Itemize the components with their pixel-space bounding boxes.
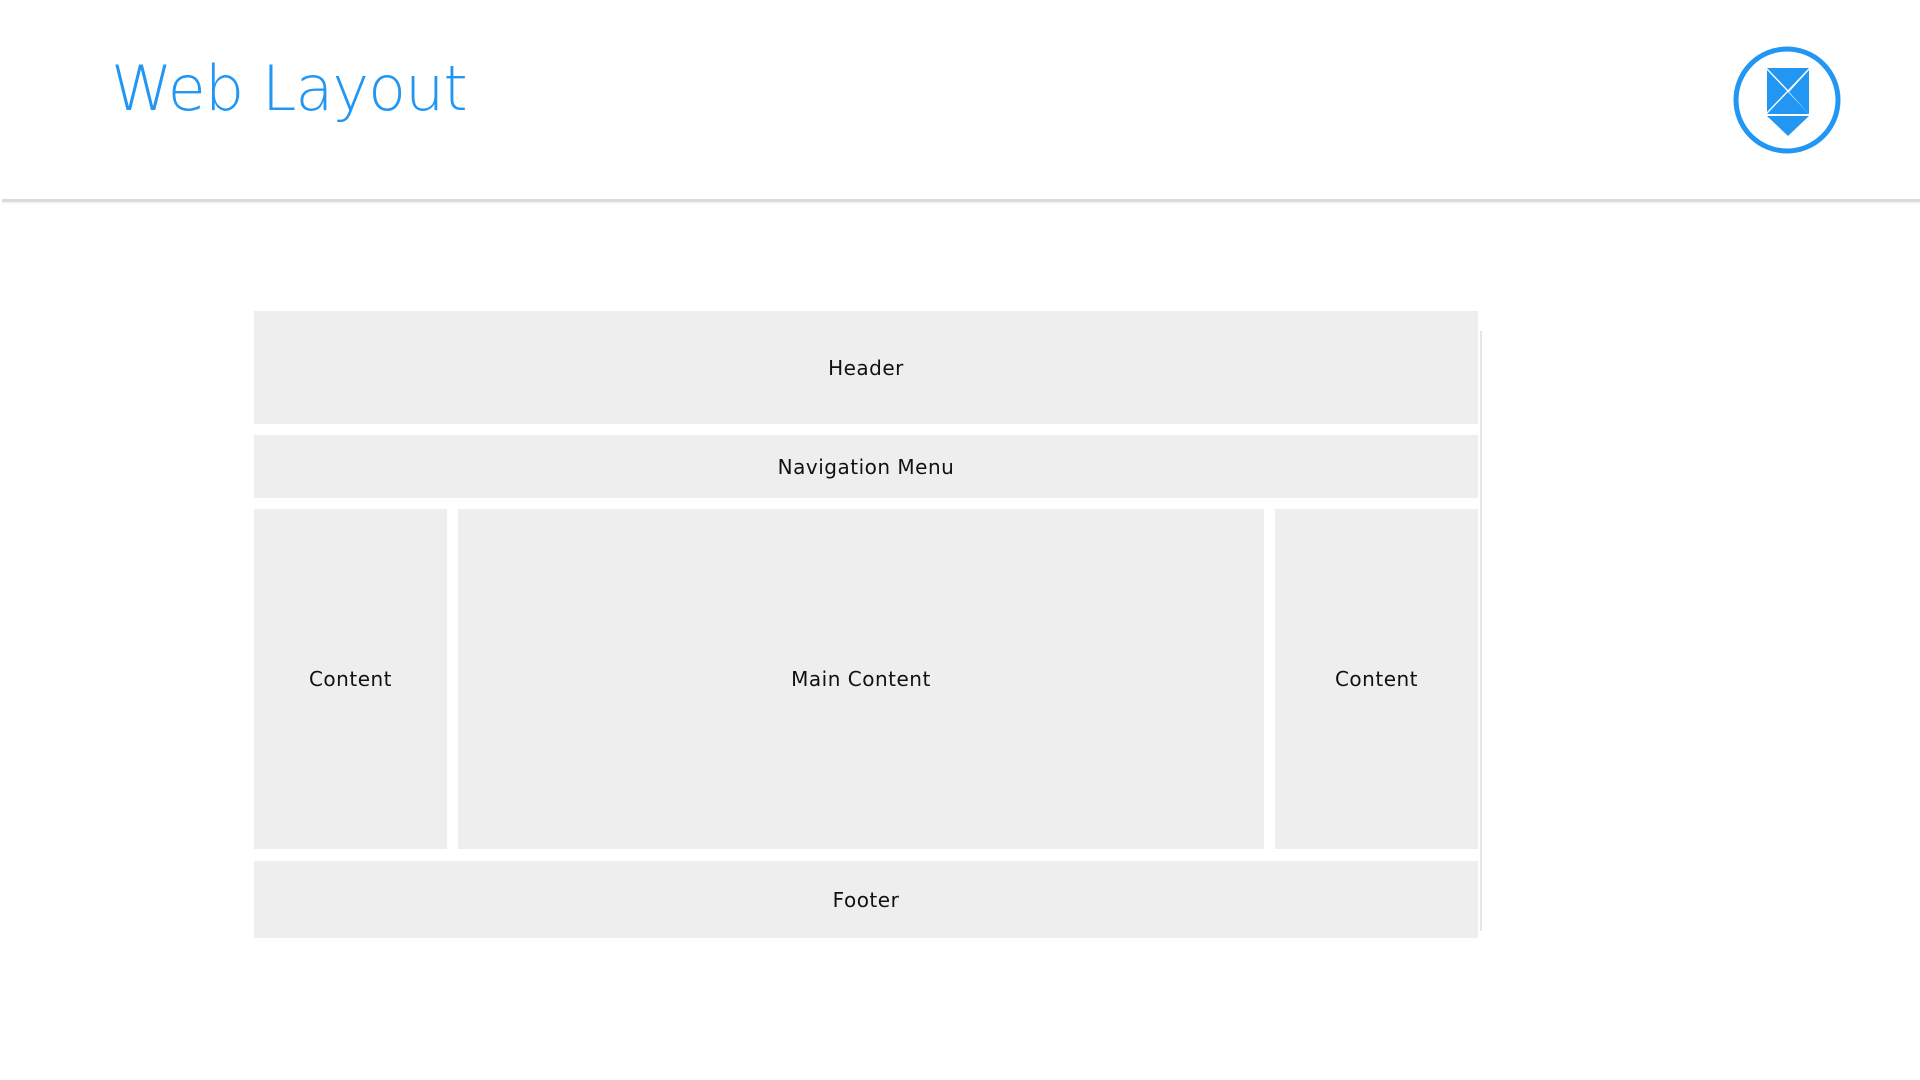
web-layout-diagram: Header Navigation Menu Content Main Cont… — [254, 311, 1482, 939]
slide-header: Web Layout — [0, 0, 1920, 202]
triangles-logo-icon — [1733, 46, 1841, 154]
left-content-label: Content — [308, 667, 393, 691]
left-content-block: Content — [254, 509, 447, 849]
right-content-block: Content — [1275, 509, 1478, 849]
footer-block: Footer — [254, 861, 1478, 938]
header-divider — [2, 199, 1920, 202]
navigation-menu-label: Navigation Menu — [777, 454, 955, 479]
header-block: Header — [254, 311, 1478, 424]
page-title: Web Layout — [111, 52, 468, 125]
navigation-menu-block: Navigation Menu — [254, 435, 1478, 498]
right-content-label: Content — [1334, 667, 1419, 691]
header-block-label: Header — [828, 355, 904, 380]
diagram-edge — [1480, 331, 1482, 931]
main-content-block: Main Content — [458, 509, 1264, 849]
main-content-label: Main Content — [791, 667, 931, 691]
footer-block-label: Footer — [832, 887, 900, 912]
